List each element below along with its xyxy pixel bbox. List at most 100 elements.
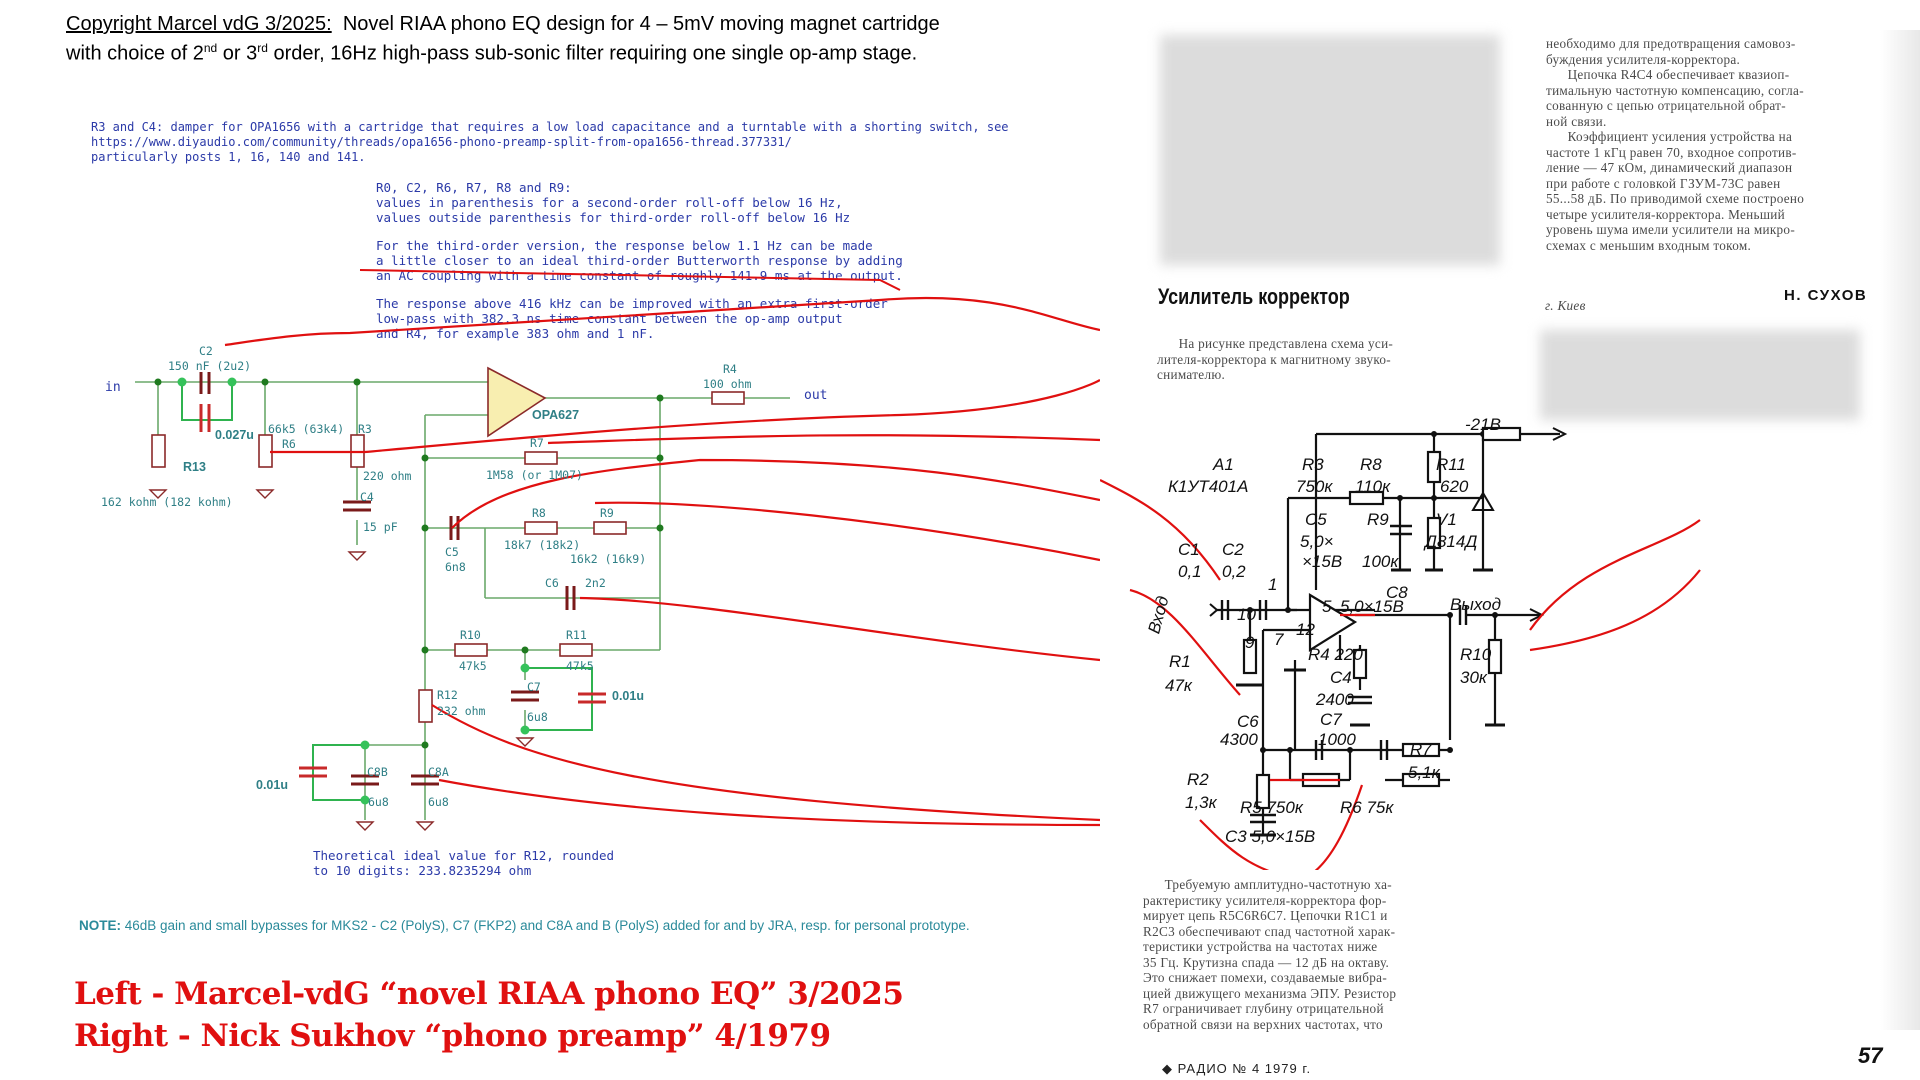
c2-name: C2 (199, 344, 213, 358)
resistor-r9 (1426, 516, 1442, 550)
rs-c6-value: 4300 (1220, 730, 1258, 749)
diamond-icon: ◆ (1162, 1061, 1178, 1076)
rs-c3: C3 5,0×15В (1225, 827, 1316, 846)
annotation-line (547, 434, 1100, 445)
article-intro: На рисунке представлена схема уси- лител… (1157, 336, 1394, 382)
rs-r1: R1 (1169, 652, 1191, 671)
annotation-line (1529, 569, 1701, 652)
c2-bypass-value: 0.027u (215, 428, 254, 442)
copyright-text: Copyright Marcel vdG 3/2025: (66, 13, 332, 35)
junction-dot (360, 740, 370, 750)
r10-value: 47k5 (459, 659, 487, 673)
annotation-line (1199, 784, 1364, 870)
rs-r9-value: 100к (1362, 552, 1399, 571)
rs-r4: R4 220 (1308, 645, 1363, 664)
resistor-r12 (418, 689, 433, 723)
capacitors (199, 372, 576, 786)
rs-c8: C8 (1386, 583, 1408, 602)
resistor-r13 (151, 434, 166, 468)
r13-value: 162 kohm (182 kohm) (101, 495, 233, 509)
resistor-r10 (1487, 638, 1503, 675)
r12-value: 232 ohm (437, 704, 486, 718)
rs-pin-1: 1 (1268, 575, 1278, 594)
r4-value: 100 ohm (703, 377, 752, 391)
comparison-right-title: Right - Nick Sukhov “phono preamp” 4/197… (74, 1018, 831, 1054)
values-note: R0, C2, R6, R7, R8 and R9: values in par… (376, 180, 851, 225)
junction-dot (1287, 747, 1293, 753)
rs-r3: R3 (1302, 455, 1324, 474)
junction-dot (656, 524, 664, 532)
header-description: Novel RIAA phono EQ design for 4 – 5mV m… (342, 13, 940, 35)
junction-dot (421, 524, 429, 532)
opamp-symbol (1308, 593, 1358, 652)
annotation-line (1529, 519, 1701, 631)
r10-name: R10 (460, 628, 481, 642)
annotation-line (451, 458, 1100, 529)
rs-r7-value: 5,1к (1408, 763, 1440, 782)
footnote-text: 46dB gain and small bypasses for MKS2 - … (121, 918, 970, 933)
resistor-r8 (524, 521, 558, 535)
r12-ideal-note: Theoretical ideal value for R12, rounded… (313, 848, 615, 878)
annotation-lines (1100, 479, 1701, 870)
article-author: Н. СУХОВ (1784, 287, 1868, 304)
rs-pin-7: 7 (1274, 630, 1284, 649)
annotation-line (438, 778, 1100, 827)
junction-dot (1260, 747, 1266, 753)
rs-a1: A1 (1213, 455, 1234, 474)
rs-c6: C6 (1237, 712, 1259, 731)
resistor-r1 (1242, 638, 1258, 675)
c8b-name: C8B (367, 765, 388, 779)
rs-r9: R9 (1367, 510, 1389, 529)
rs-supply: -21В (1465, 415, 1501, 434)
junction-dot (421, 741, 429, 749)
r8-value: 18k7 (18k2) (504, 538, 581, 552)
rs-pin-12: 12 (1296, 620, 1315, 639)
ground-icon (515, 737, 535, 747)
r12-name: R12 (437, 688, 458, 702)
rs-r8: R8 (1360, 455, 1382, 474)
annotation-underline (359, 269, 901, 291)
c7-bypass-value: 0.01u (612, 689, 644, 703)
rs-c4-value: 2400 (1316, 690, 1354, 709)
opamp-label: OPA627 (532, 408, 580, 422)
arrow-icon (1552, 427, 1568, 441)
superscript: rd (257, 41, 268, 55)
rs-v1: V1 (1436, 510, 1457, 529)
r6-value: 66k5 (63k4) (268, 422, 345, 436)
bypass-junctions (177, 377, 530, 805)
c2-value: 150 nF (2u2) (168, 359, 252, 373)
r3-value: 220 ohm (363, 469, 412, 483)
junction-dot (656, 454, 664, 462)
page-number: 57 (1858, 1043, 1883, 1068)
ground-icon (255, 489, 275, 499)
c7-name: C7 (527, 680, 541, 694)
resistor-r4 (711, 391, 745, 405)
rs-c7: C7 (1320, 710, 1342, 729)
r8-name: R8 (532, 506, 546, 520)
junction-dot (1447, 612, 1453, 618)
junction-dot (1492, 612, 1498, 618)
resistor-r7 (524, 451, 558, 465)
c6-name: C6 (545, 576, 559, 590)
annotation-line (431, 704, 1100, 822)
rs-r5: R5 750к (1240, 798, 1303, 817)
ground-icon (347, 551, 367, 561)
magazine-footer-text: РАДИО № 4 1979 г. (1177, 1061, 1312, 1076)
comparison-left-title: Left - Marcel-vdG “novel RIAA phono EQ” … (74, 976, 904, 1012)
rs-c2: C2 (1222, 540, 1244, 559)
junction-dot (154, 378, 162, 386)
r11-name: R11 (566, 628, 587, 642)
junction-dot (1247, 607, 1253, 613)
resistor-r11 (1481, 426, 1522, 442)
resistors (151, 391, 745, 723)
r3-name: R3 (358, 422, 372, 436)
junction-dot (1431, 431, 1437, 437)
rs-r11: R11 (1436, 455, 1466, 474)
annotation-line (1100, 479, 1221, 581)
junction-dot (1447, 747, 1453, 753)
junction-dot (1397, 495, 1403, 501)
wire (525, 667, 593, 731)
rs-c5-value-1: 5,0× (1300, 532, 1334, 551)
output-label: out (804, 388, 828, 403)
left-schematic (135, 269, 1100, 831)
